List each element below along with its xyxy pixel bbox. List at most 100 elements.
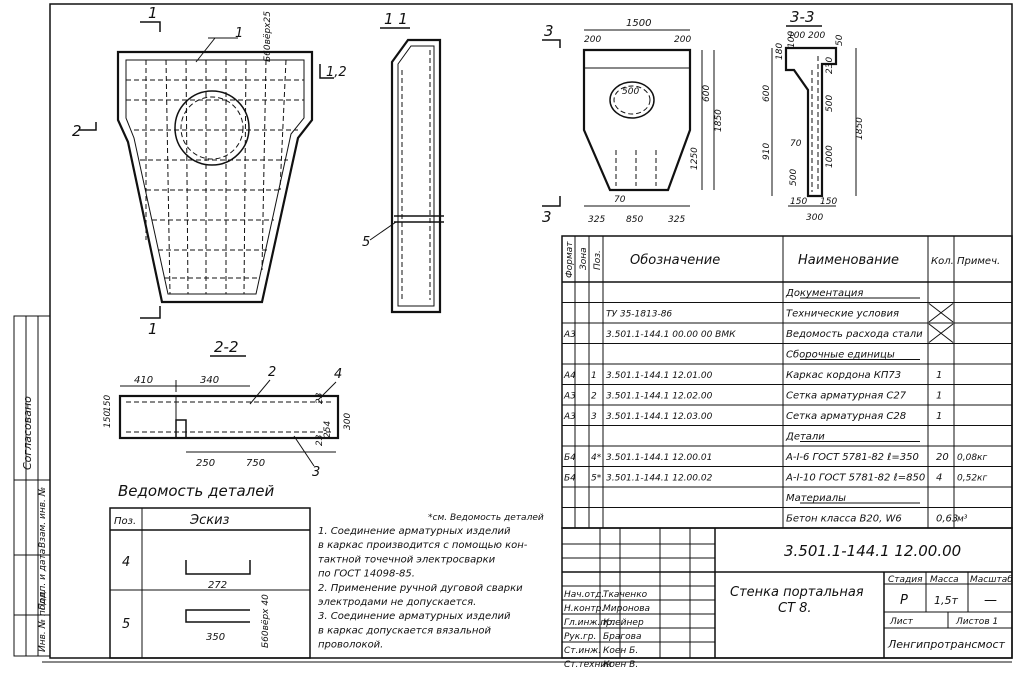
spec-cell-name: Материалы (786, 493, 846, 504)
s22-dim-250: 250 (196, 458, 215, 469)
details-title: Ведомость деталей (118, 482, 274, 500)
section-2-left: 2 (72, 122, 82, 140)
side-dim-200: 200 (808, 31, 825, 41)
note-line: тактной точечной электросварки (318, 554, 496, 565)
spec-cell-code: 3.501.1-144.1 12.01.00 (606, 371, 713, 381)
spec-cell-name: Сборочные единицы (786, 349, 895, 361)
tb-role: Н.контр. (564, 604, 604, 614)
section-1-1-callout-5: 5 (362, 235, 370, 250)
spec-cell-code: ТУ 35-1813-86 (606, 310, 672, 320)
doc-name-1: Стенка портальная (730, 585, 864, 600)
approved-label: Согласовано (21, 396, 34, 470)
tb-role: Гл.инж.пр. (564, 618, 615, 628)
spec-cell-note: 0,52кг (957, 474, 987, 484)
plan-dim-top: Б60вёрх25 (263, 11, 273, 62)
spec-cell-pos: 1 (591, 371, 597, 381)
side-dim-50: 50 (835, 34, 845, 46)
section-3-top: 3 (544, 22, 554, 40)
side-dim-500a: 500 (825, 95, 835, 112)
side-dim-1000: 1000 (825, 145, 835, 168)
front-dim-850: 850 (626, 215, 643, 225)
spec-row: А3 2 3.501.1-144.1 12.02.00 Сетка арматурна… (562, 384, 1012, 402)
doc-name-2: СТ 8. (778, 601, 812, 616)
side-dim-1850: 1850 (855, 117, 865, 140)
note-line: в каркас допускается вязальной (318, 625, 492, 636)
side-dim-600: 600 (762, 85, 772, 102)
tb-person-name: Коен Б. (603, 646, 638, 656)
spec-cell-code: 3.501.1-144.1 12.02.00 (606, 392, 713, 402)
details-head-pos: Поз. (114, 516, 136, 527)
side-dim-100b: 100 (787, 31, 797, 48)
spec-cell-pos: 3 (591, 412, 597, 422)
detail-5-pos: 5 (122, 617, 130, 632)
s22-dim-300: 300 (343, 413, 353, 430)
margin-field-1: Взам. инв. № (38, 487, 48, 548)
scale-value: — (984, 593, 997, 608)
tb-person-name: Клейнер (603, 618, 644, 628)
sheet-label: Лист (889, 617, 914, 627)
stage-value: Р (900, 593, 908, 608)
spec-cell-name: Документация (785, 288, 863, 299)
section-2-2-title: 2-2 (214, 338, 239, 356)
detail-4-pos: 4 (122, 555, 130, 570)
s22-dim-750: 750 (246, 458, 265, 469)
note-line: по ГОСТ 14098-85. (318, 569, 415, 580)
front-dim-200b: 200 (674, 35, 691, 45)
spec-cell-name: Бетон класса В20, W6 (786, 514, 902, 525)
side-dim-150b: 150 (820, 197, 837, 207)
spec-head-name: Наименование (798, 253, 899, 268)
spec-cell-pos: 4* (591, 453, 602, 463)
section-1-1-title: 1 1 (384, 10, 408, 28)
plan-view: 1 Б60вёрх25 1 1 2 1,2 (72, 4, 347, 338)
margin-field-3: Инв. № подл. (38, 590, 48, 652)
tb-person-name: Миронова (603, 604, 650, 614)
side-dim-910: 910 (762, 143, 772, 160)
spec-cell-format: А3 (563, 392, 576, 402)
organization: Ленгипротрансмост (887, 638, 1006, 651)
tb-role: Рук.гр. (564, 632, 596, 642)
spec-cell-qty: 20 (936, 452, 949, 463)
front-dim-1500: 1500 (626, 18, 651, 29)
s22-dim-340: 340 (200, 375, 219, 386)
tb-person-name: Коен В. (603, 660, 638, 670)
spec-cell-qty: 0,63 (936, 514, 958, 525)
spec-row: Материалы (562, 486, 1012, 504)
doc-code: 3.501.1-144.1 12.00.00 (784, 542, 961, 560)
spec-cell-qty: 1 (936, 411, 942, 422)
plan-callout-1: 1 (235, 26, 243, 41)
spec-cell-format: Б4 (564, 474, 576, 484)
front-dim-200a: 200 (584, 35, 601, 45)
spec-cell-pos: 2 (591, 392, 597, 402)
front-dim-325b: 325 (668, 215, 685, 225)
spec-cell-name: А-I-10 ГОСТ 5781-82 ℓ=850 (785, 473, 925, 484)
stage-header: Стадия (888, 575, 923, 585)
tb-role: Ст.техник (564, 660, 612, 670)
spec-cell-qty: 1 (936, 391, 942, 402)
section-3-3-title: 3-3 (790, 8, 815, 26)
side-dim-230: 230 (825, 57, 835, 74)
s22-callout-3: 3 (312, 465, 320, 480)
spec-row: Документация (785, 288, 863, 299)
spec-head-qty: Кол. (931, 256, 954, 267)
spec-cell-code: 3.501.1-144.1 00.00 00 ВМК (606, 330, 736, 340)
front-dim-600: 600 (702, 85, 712, 102)
front-dim-1250: 1250 (690, 147, 700, 170)
front-dim-70: 70 (614, 195, 626, 205)
s22-dim-410: 410 (134, 375, 153, 386)
side-dim-100: 100 (788, 31, 805, 41)
note-line: 1. Соединение арматурных изделий (318, 526, 511, 537)
section-1-top: 1 (148, 4, 158, 22)
section-2-right: 1,2 (326, 65, 347, 80)
margin-field-2: Подп. и дата (38, 549, 48, 610)
note-line: в каркас производится с помощью кон- (318, 540, 528, 551)
spec-head-code: Обозначение (630, 253, 720, 268)
details-list: Ведомость деталей Поз. Эскиз 4 272 5 350… (109, 482, 311, 659)
tb-person-name: Брагова (603, 632, 641, 642)
spec-cell-name: Сетка арматурная С27 (786, 391, 907, 402)
s22-callout-4: 4 (334, 367, 342, 382)
